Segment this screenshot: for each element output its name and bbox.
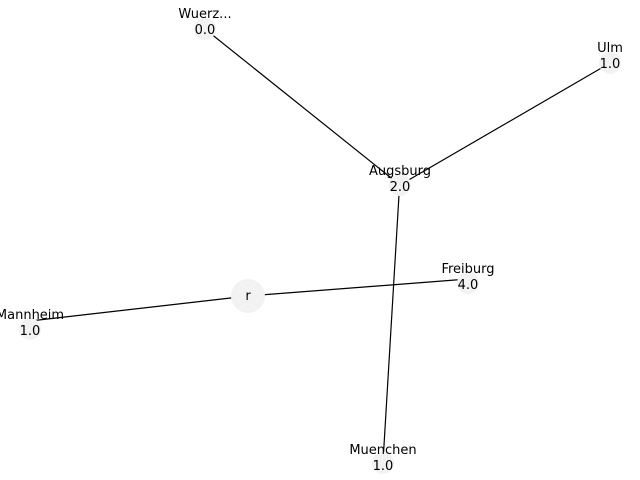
node-mannheim-circle <box>19 318 41 340</box>
node-mannheim-value: 1.0 <box>20 324 41 339</box>
node-augsburg[interactable]: Augsburg 2.0 <box>369 164 431 196</box>
edge-r-freiburg <box>247 278 469 297</box>
edge-mannheim-r <box>29 295 249 322</box>
node-ulm-value: 1.0 <box>600 57 621 72</box>
node-ulm-circle <box>599 52 621 74</box>
edge-augsburg-muenchen <box>382 194 400 463</box>
node-freiburg-value: 4.0 <box>458 278 479 293</box>
node-freiburg-circle <box>457 272 479 294</box>
node-freiburg-name: Freiburg <box>441 262 494 277</box>
root-node[interactable]: r <box>231 279 265 313</box>
edges-layer <box>29 28 611 463</box>
node-muenchen[interactable]: Muenchen 1.0 <box>349 443 417 474</box>
node-muenchen-name: Muenchen <box>349 443 416 458</box>
node-mannheim-name: Mannheim <box>0 308 64 323</box>
edge-ulm-augsburg <box>399 62 611 186</box>
node-muenchen-value: 1.0 <box>373 459 394 474</box>
node-muenchen-circle <box>372 452 394 474</box>
node-augsburg-name: Augsburg <box>369 164 431 179</box>
node-ulm-name: Ulm <box>597 41 623 56</box>
edge-wuerzburg-augsburg <box>204 28 401 186</box>
node-ulm[interactable]: Ulm 1.0 <box>597 41 623 74</box>
node-mannheim[interactable]: Mannheim 1.0 <box>0 308 64 340</box>
nodes-layer: r Wuerz... 0.0 Ulm 1.0 Augsburg 2.0 Frei… <box>0 7 623 474</box>
node-augsburg-value: 2.0 <box>390 180 411 195</box>
node-freiburg[interactable]: Freiburg 4.0 <box>441 262 495 294</box>
root-node-label: r <box>245 289 251 304</box>
node-wuerzburg-circle <box>194 18 216 40</box>
root-node-circle <box>231 279 265 313</box>
node-wuerzburg[interactable]: Wuerz... 0.0 <box>178 7 232 40</box>
node-wuerzburg-name: Wuerz... <box>178 7 231 22</box>
node-augsburg-circle <box>389 174 411 196</box>
node-wuerzburg-value: 0.0 <box>195 23 216 38</box>
